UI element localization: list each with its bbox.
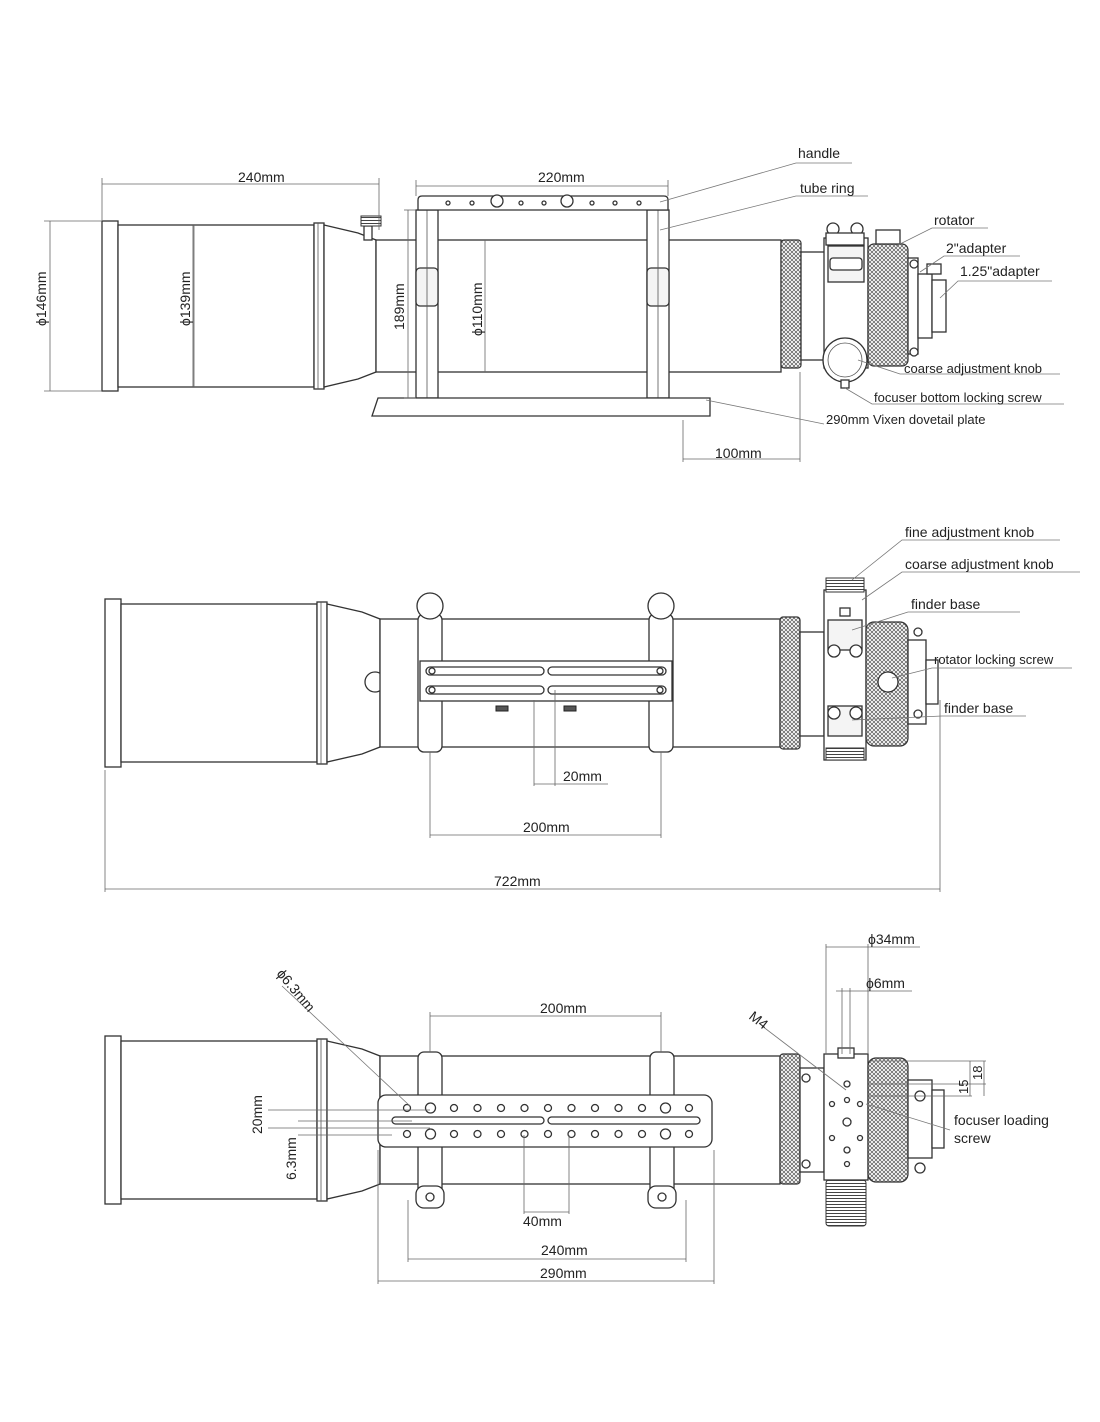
bottom-view: 200mm 20mm 6.3mm ϕ6.3mm 40mm 240mm 290mm… xyxy=(104,931,1049,1284)
mounting-hole xyxy=(496,1129,506,1139)
dew-shield-side xyxy=(104,598,386,768)
dim-40mm: 40mm xyxy=(523,1213,562,1229)
dim-110mm: ϕ110mm xyxy=(469,283,485,336)
mounting-hole xyxy=(543,1129,553,1139)
label-tube-ring: tube ring xyxy=(800,180,854,196)
dim-100mm: 100mm xyxy=(715,445,762,461)
dim-phi-34mm: ϕ34mm xyxy=(868,931,915,947)
mounting-hole xyxy=(659,1102,672,1114)
label-rotator: rotator xyxy=(934,212,975,228)
mounting-hole xyxy=(567,1103,576,1113)
dim-240mm-bottom: 240mm xyxy=(541,1242,588,1258)
mounting-hole xyxy=(590,1129,600,1139)
label-finder-base-bottom: finder base xyxy=(944,700,1013,716)
dim-240mm: 240mm xyxy=(238,169,285,185)
mounting-hole xyxy=(684,1129,694,1139)
focus-ring xyxy=(780,239,802,369)
label-coarse-knob-mid: coarse adjustment knob xyxy=(905,556,1054,572)
adapter-2inch xyxy=(917,273,933,339)
focuser-body-bottom xyxy=(823,1047,869,1227)
rotator-bottom xyxy=(867,1057,909,1183)
dim-200mm-bottom: 200mm xyxy=(540,1000,587,1016)
top-dimensions xyxy=(44,178,801,462)
rotator-ring xyxy=(867,243,909,367)
coarse-knob-top-view xyxy=(822,337,868,389)
dim-200mm-mid: 200mm xyxy=(523,819,570,835)
mounting-hole xyxy=(496,1103,506,1113)
label-focuser-bottom-screw: focuser bottom locking screw xyxy=(874,390,1042,405)
label-m4: M4 xyxy=(746,1008,771,1033)
dim-18: 18 xyxy=(970,1066,985,1080)
mounting-hole xyxy=(402,1129,412,1139)
top-leaders xyxy=(659,162,1064,425)
dim-220mm: 220mm xyxy=(538,169,585,185)
middle-dimensions xyxy=(104,690,941,892)
label-handle: handle xyxy=(798,145,840,161)
dim-15: 15 xyxy=(956,1080,971,1094)
bottom-dimensions xyxy=(268,944,986,1284)
dim-139mm: ϕ139mm xyxy=(177,271,193,326)
dim-189mm: 189mm xyxy=(391,283,407,330)
focus-ring-bottom xyxy=(779,1053,801,1185)
top-view: 240mm 220mm ϕ146mm ϕ139mm 189mm ϕ110mm 1… xyxy=(33,145,1064,462)
adapter-125inch xyxy=(931,279,947,333)
middle-view: 20mm 200mm 722mm fine adjustment knob co… xyxy=(104,524,1080,892)
dim-20mm-bottom: 20mm xyxy=(249,1095,265,1134)
dim-20mm: 20mm xyxy=(563,768,602,784)
dim-phi-6mm: ϕ6mm xyxy=(866,975,905,991)
dim-6-3mm: 6.3mm xyxy=(283,1137,299,1180)
dim-phi-6-3mm: ϕ6.3mm xyxy=(274,966,319,1015)
mounting-hole xyxy=(590,1103,600,1113)
mounting-hole xyxy=(684,1103,694,1113)
mounting-hole xyxy=(449,1103,459,1113)
handle-bar xyxy=(417,194,669,211)
dim-290mm-bottom: 290mm xyxy=(540,1265,587,1281)
label-loading-screw-2: screw xyxy=(954,1130,991,1146)
label-dovetail: 290mm Vixen dovetail plate xyxy=(826,412,985,427)
tube-ring-right xyxy=(646,209,670,399)
dew-shield xyxy=(101,220,377,392)
focuser-body-side xyxy=(823,577,867,761)
mounting-hole xyxy=(473,1129,482,1139)
dim-146mm: ϕ146mm xyxy=(33,271,49,326)
rotator-locking-screw xyxy=(877,671,899,693)
mounting-hole xyxy=(637,1129,647,1139)
label-loading-screw-1: focuser loading xyxy=(954,1112,1049,1128)
mounting-hole xyxy=(520,1103,529,1113)
mounting-hole xyxy=(543,1103,553,1113)
label-2-adapter: 2"adapter xyxy=(946,240,1007,256)
label-coarse-knob-top: coarse adjustment knob xyxy=(904,361,1042,376)
label-finder-base-top: finder base xyxy=(911,596,980,612)
mounting-hole xyxy=(614,1129,623,1139)
mounting-hole xyxy=(659,1128,672,1140)
label-rotator-screw: rotator locking screw xyxy=(934,652,1054,667)
main-tube xyxy=(375,239,782,373)
mounting-hole xyxy=(424,1102,437,1114)
mounting-hole xyxy=(614,1103,623,1113)
middle-leaders xyxy=(851,539,1080,721)
focus-ring-side xyxy=(779,616,801,750)
dovetail-top-view xyxy=(419,660,673,712)
dim-722mm: 722mm xyxy=(494,873,541,889)
label-125-adapter: 1.25"adapter xyxy=(960,263,1040,279)
mounting-hole xyxy=(567,1129,576,1139)
tube-ring-left xyxy=(415,209,439,399)
label-fine-knob: fine adjustment knob xyxy=(905,524,1034,540)
dovetail-bottom xyxy=(377,1094,713,1148)
mounting-hole xyxy=(449,1129,459,1139)
dovetail-plate xyxy=(371,397,711,417)
dew-shield-bottom xyxy=(104,1035,381,1205)
mounting-hole xyxy=(473,1103,482,1113)
mounting-hole xyxy=(637,1103,647,1113)
mounting-hole xyxy=(424,1128,437,1140)
mounting-hole xyxy=(520,1129,529,1139)
tube-lock-screw xyxy=(360,215,382,241)
